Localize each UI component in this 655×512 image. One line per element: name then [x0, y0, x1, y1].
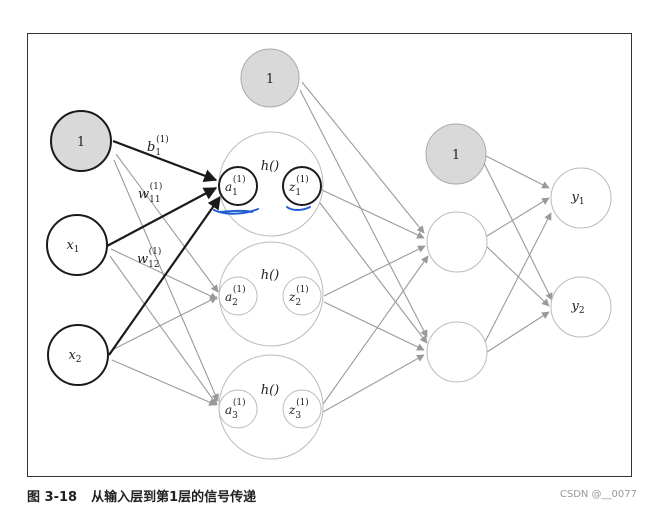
watermark: CSDN @__0077 [559, 489, 637, 500]
neuron-2-z-label: z2(1) [288, 284, 309, 308]
input-node-x1 [46, 214, 108, 276]
hidden2-neuron-2 [426, 321, 488, 383]
hidden1-bias-node [240, 48, 300, 108]
hidden1-bias-label: 1 [266, 72, 274, 87]
neuron-3-z-label: z3(1) [288, 397, 309, 421]
figure-caption: 图 3-18 从输入层到第1层的信号传递 [27, 486, 256, 505]
neuron-3-a-node [218, 389, 258, 429]
neuron-1-z-label: z1(1) [288, 174, 309, 198]
input-label-x2: x2 [68, 348, 81, 365]
hidden2-neuron-1 [426, 211, 488, 273]
neuron-2-a-label: a2(1) [225, 284, 246, 308]
output-label-y2: y2 [570, 299, 584, 316]
input-label-x1: x1 [66, 238, 79, 255]
neuron-2-a-node [218, 276, 258, 316]
neuron-1-z-node [282, 166, 322, 206]
hidden2-bias-label: 1 [452, 148, 460, 163]
input-node-x2 [47, 324, 109, 386]
bias-weight-label: b1(1) [147, 134, 169, 158]
figure-number: 图 3-18 [27, 490, 78, 505]
input-bias-node [50, 110, 112, 172]
input-to-hidden-edges [109, 153, 219, 406]
neuron-1-a-label: a1(1) [225, 174, 246, 198]
neuron-1-a-node [218, 166, 258, 206]
figure-frame [27, 33, 632, 477]
neuron-3-z-node [282, 389, 322, 429]
input-bias-label: 1 [77, 135, 85, 150]
output-node-y2 [550, 276, 612, 338]
blue-underline-annotations [213, 206, 311, 215]
output-label-y1: y1 [570, 190, 584, 207]
hidden2-bias-node [425, 123, 487, 185]
neuron-2-function: h() [261, 268, 280, 283]
neuron-3-a-label: a3(1) [225, 397, 246, 421]
output-node-y1 [550, 167, 612, 229]
weight-w11-label: w11(1) [138, 181, 162, 205]
neuron-1-function: h() [261, 159, 280, 174]
neuron-2-z-node [282, 276, 322, 316]
hidden1-to-hidden2-edges [299, 81, 429, 413]
figure-caption-text: 从输入层到第1层的信号传递 [91, 490, 257, 505]
weight-w12-label: w12(1) [137, 246, 161, 270]
hidden2-to-output-edges [483, 155, 553, 353]
neuron-3-function: h() [261, 383, 280, 398]
